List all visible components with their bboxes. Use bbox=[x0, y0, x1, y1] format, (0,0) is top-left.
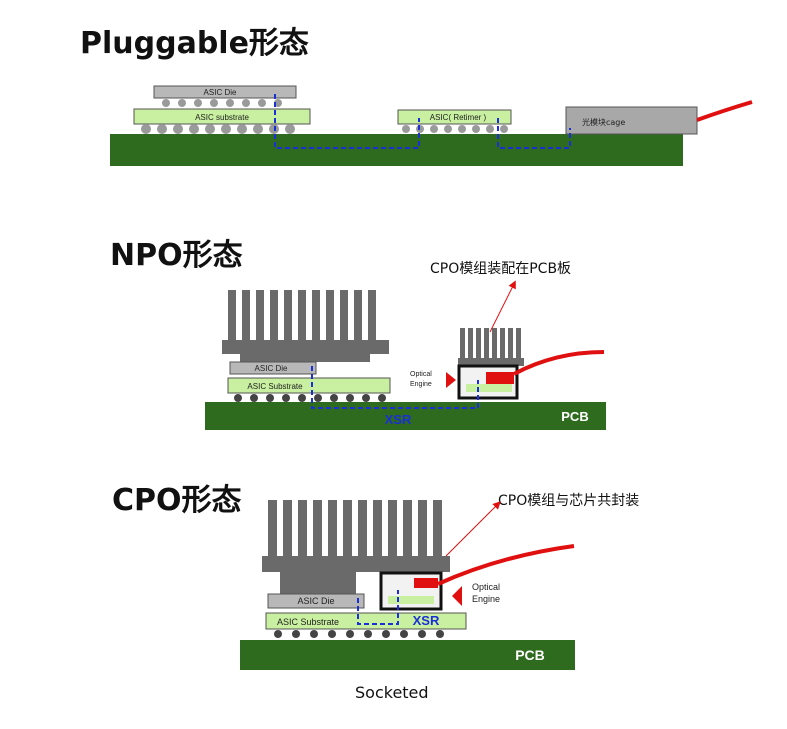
npo-asic-die bbox=[229, 361, 317, 375]
npo-asic-substrate-label: ASIC Substrate bbox=[247, 382, 303, 391]
npo-pcb-label: PCB bbox=[561, 409, 588, 424]
npo-optical-arrow bbox=[446, 372, 456, 388]
cpo-pcb-label: PCB bbox=[515, 647, 545, 663]
npo-callout-arrow bbox=[489, 280, 516, 333]
npo-fiber bbox=[513, 350, 605, 376]
pluggable-asic-substrate bbox=[133, 108, 311, 125]
pluggable-asic-die-label: ASIC Die bbox=[204, 88, 237, 97]
pluggable-retimer-bumps bbox=[402, 125, 508, 133]
pluggable-diagram: ASIC substrate ASIC Die ASIC( Retimer ) … bbox=[110, 85, 753, 166]
npo-optical-label-2: Engine bbox=[410, 381, 432, 388]
pluggable-cage bbox=[565, 106, 698, 135]
cpo-asic-substrate bbox=[265, 612, 467, 630]
pluggable-asic-substrate-label: ASIC substrate bbox=[195, 113, 249, 122]
cpo-callout-arrow bbox=[445, 501, 501, 557]
cpo-substrate-bumps bbox=[274, 630, 444, 638]
cpo-note: CPO模组与芯片共封装 bbox=[498, 493, 640, 509]
npo-signal-path bbox=[311, 366, 479, 409]
cpo-signal-path bbox=[357, 590, 399, 625]
npo-optical-label-1: Optical bbox=[410, 371, 432, 378]
npo-asic-substrate bbox=[227, 377, 391, 394]
cpo-asic-die bbox=[267, 593, 365, 609]
pluggable-retimer-label: ASIC( Retimer ) bbox=[430, 113, 487, 122]
npo-substrate-bumps bbox=[234, 394, 386, 402]
pluggable-substrate-bumps bbox=[141, 124, 295, 134]
cpo-title: CPO形态 bbox=[112, 483, 242, 518]
npo-diagram: ASIC Die ASIC Substrate PCB XSR Opti bbox=[205, 280, 606, 430]
npo-heatsink bbox=[222, 290, 389, 362]
pluggable-pcb bbox=[110, 134, 683, 166]
cpo-asic-die-label: ASIC Die bbox=[297, 596, 334, 606]
npo-title: NPO形态 bbox=[110, 238, 243, 273]
socketed-caption: Socketed bbox=[355, 683, 429, 702]
cpo-diagram: ASIC Die ASIC Substrate PCB Optical Engi… bbox=[240, 500, 575, 670]
cpo-optical-label-1: Optical bbox=[472, 582, 500, 592]
cpo-optical-label-2: Engine bbox=[472, 594, 500, 604]
cpo-heatsink bbox=[262, 500, 450, 594]
pluggable-title: Pluggable形态 bbox=[80, 26, 309, 61]
pluggable-retimer bbox=[397, 109, 512, 125]
cpo-fiber bbox=[437, 544, 575, 586]
pluggable-asic-die bbox=[153, 85, 297, 99]
npo-note: CPO模组装配在PCB板 bbox=[430, 261, 572, 277]
cpo-optical-module bbox=[379, 571, 443, 611]
npo-asic-die-label: ASIC Die bbox=[255, 364, 288, 373]
pluggable-cage-label: 光模块cage bbox=[582, 117, 625, 127]
pluggable-fiber bbox=[696, 100, 753, 122]
cpo-optical-arrow bbox=[452, 586, 462, 606]
npo-optical-module bbox=[457, 328, 524, 400]
pluggable-signal-path bbox=[274, 94, 571, 149]
npo-xsr-label: XSR bbox=[385, 412, 412, 427]
cpo-xsr-label: XSR bbox=[413, 613, 440, 628]
cpo-pcb bbox=[240, 640, 575, 670]
pluggable-die-bumps bbox=[162, 99, 282, 107]
cpo-asic-substrate-label: ASIC Substrate bbox=[277, 617, 339, 627]
npo-pcb bbox=[205, 402, 606, 430]
